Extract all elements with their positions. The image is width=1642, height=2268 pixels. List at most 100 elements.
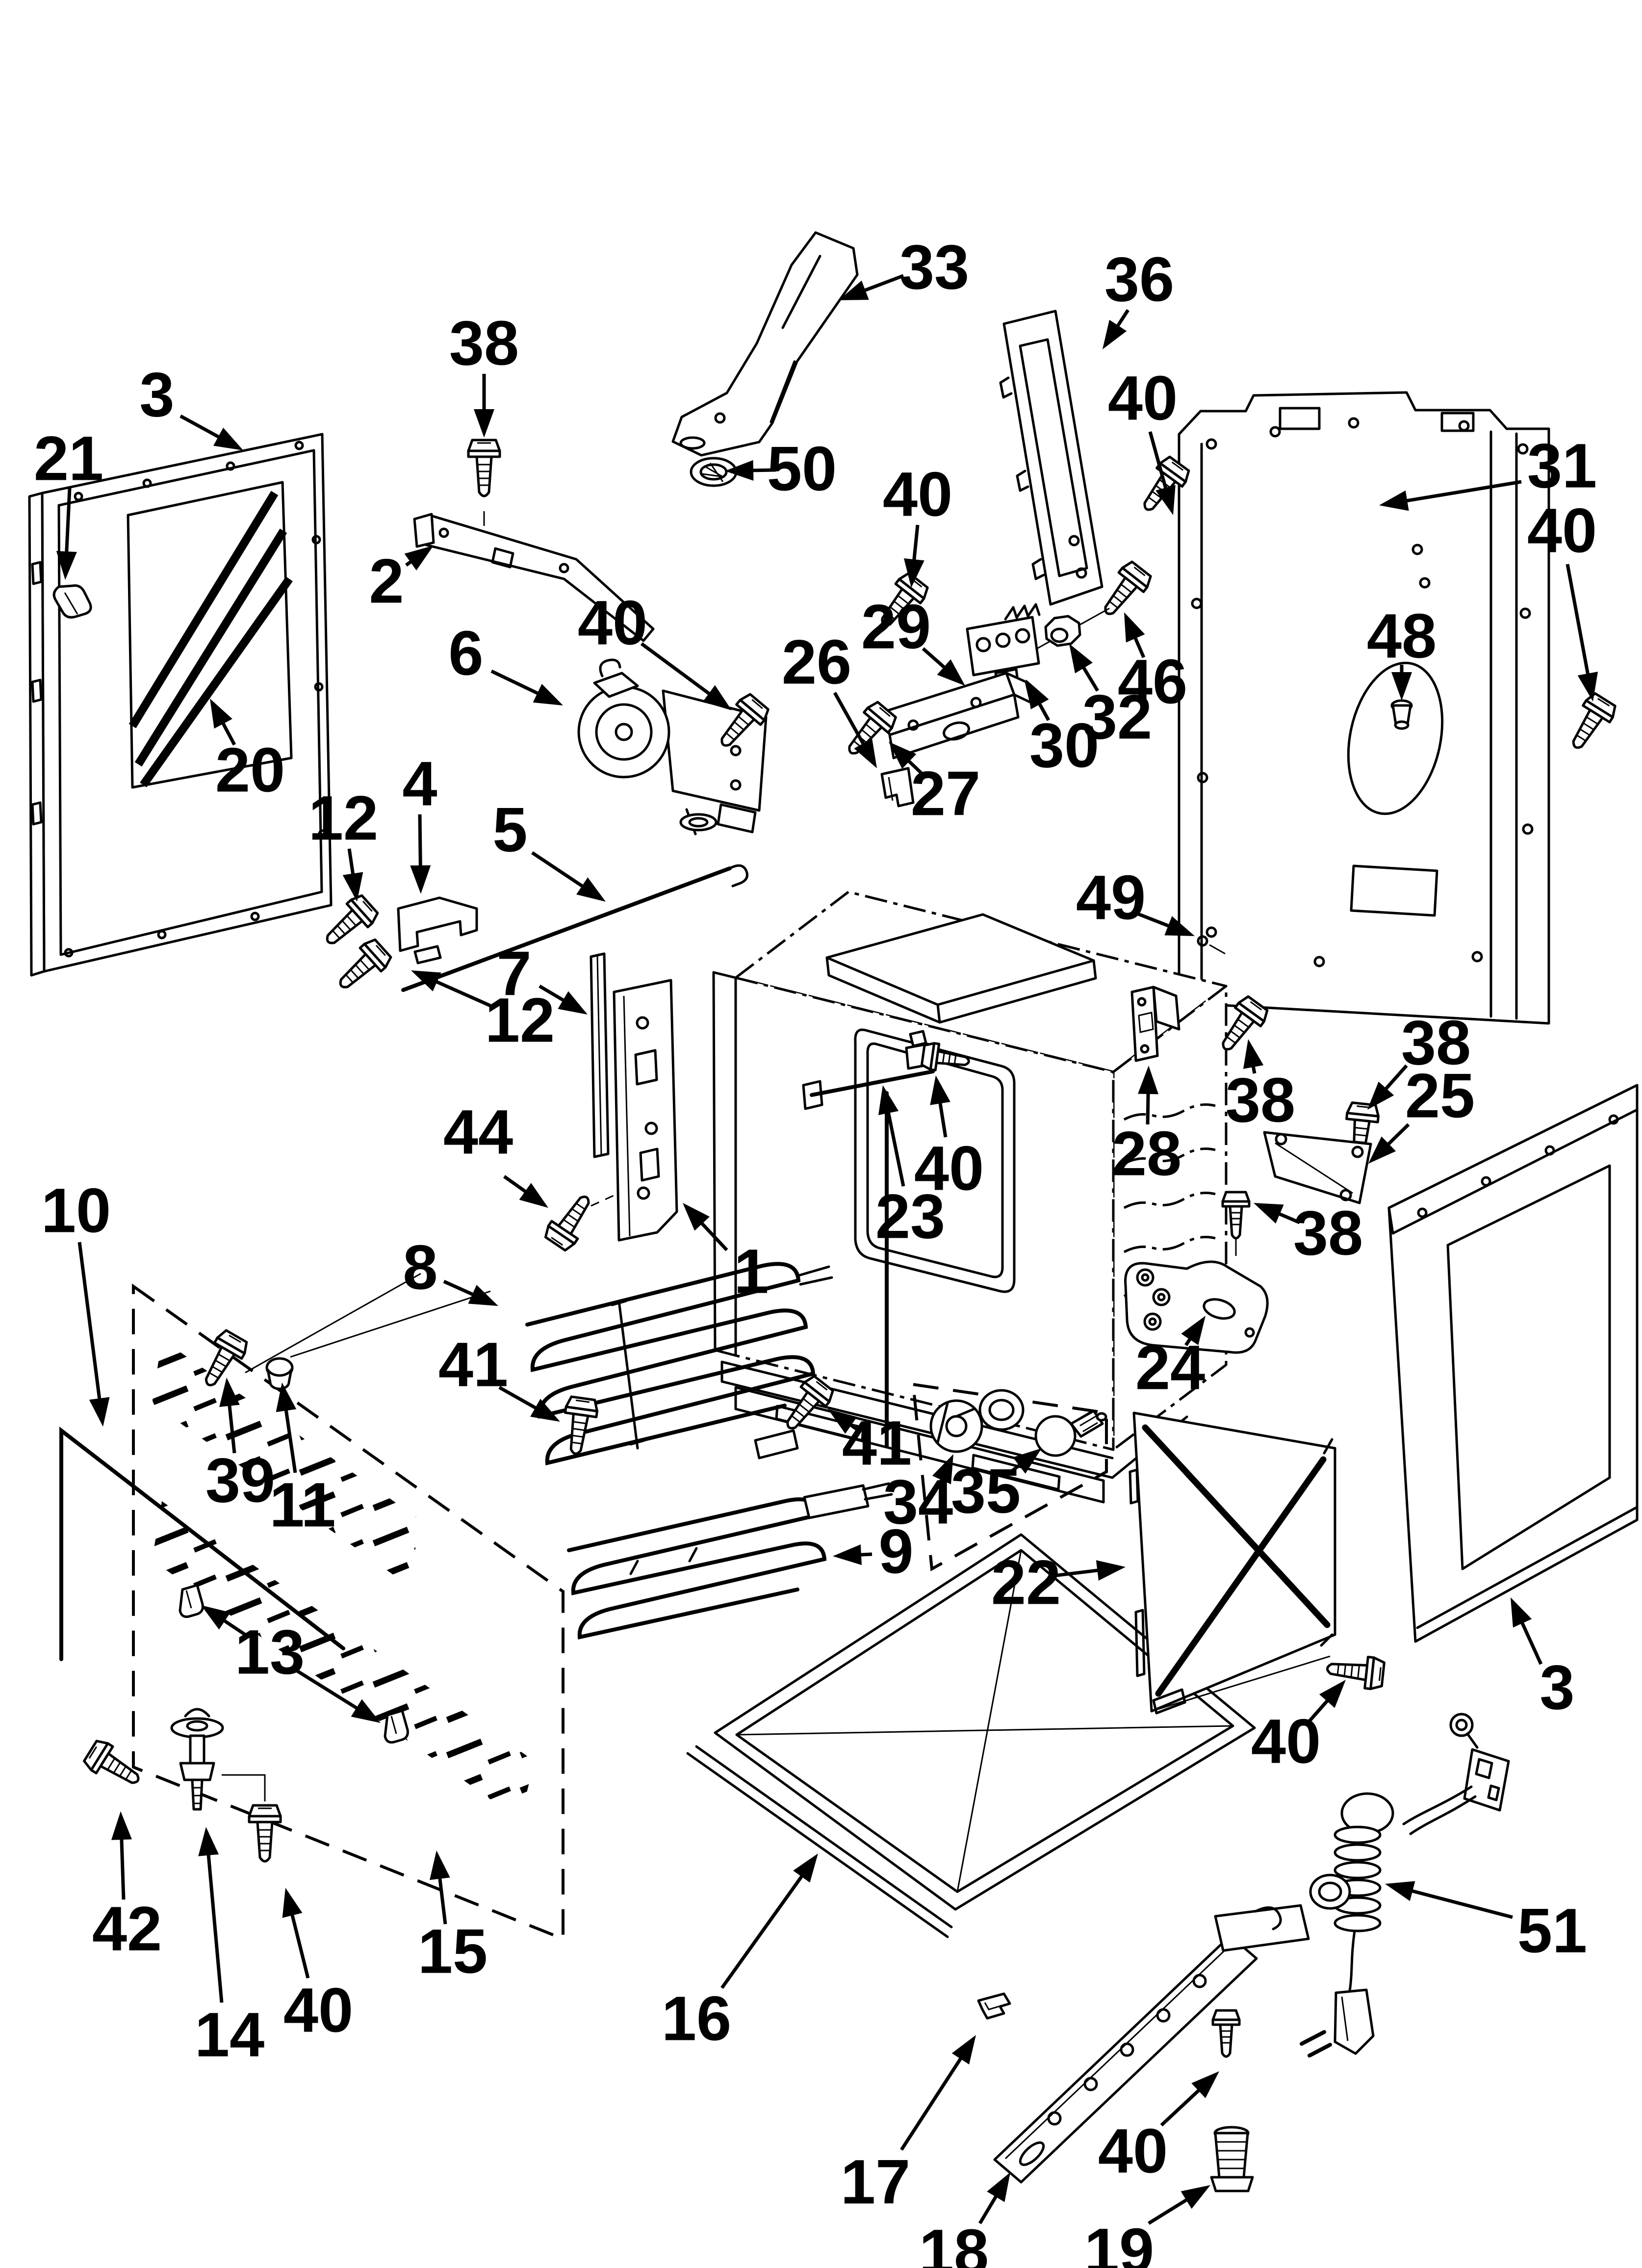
hinge-plate-24 bbox=[1124, 1260, 1269, 1354]
callout-label-3: 3 bbox=[1539, 1653, 1574, 1723]
callout-leader-10 bbox=[77, 1242, 102, 1403]
callout-arrowhead-38 bbox=[1243, 1039, 1264, 1069]
callout-label-32: 32 bbox=[1082, 682, 1152, 753]
callout-arrowhead-6 bbox=[533, 683, 563, 705]
bracket-28 bbox=[1130, 986, 1180, 1062]
callout-arrowhead-41 bbox=[828, 1409, 857, 1434]
callout-leader-22 bbox=[1053, 1568, 1102, 1578]
callout-arrowhead-8 bbox=[468, 1285, 498, 1306]
assembly-axis-line bbox=[245, 1273, 421, 1374]
callout-arrowhead-39 bbox=[219, 1378, 240, 1407]
callout-arrowhead-16 bbox=[793, 1853, 818, 1883]
clip-13a bbox=[180, 1585, 203, 1617]
callout-label-36: 36 bbox=[1104, 245, 1174, 315]
callout-label-29: 29 bbox=[861, 592, 931, 662]
callout-arrowhead-3 bbox=[213, 427, 243, 450]
callout-leader-23 bbox=[886, 1109, 905, 1187]
callout-arrowhead-26 bbox=[854, 738, 877, 768]
callout-leader-6 bbox=[490, 669, 542, 697]
rear-panel bbox=[1178, 391, 1550, 1025]
callout-label-21: 21 bbox=[34, 424, 103, 494]
bake-element-9 bbox=[567, 1482, 893, 1640]
callout-arrowhead-5 bbox=[576, 877, 606, 902]
screw-40-rear bbox=[1562, 691, 1618, 756]
assembly-axis-line bbox=[590, 1192, 619, 1207]
callout-leader-20 bbox=[220, 719, 236, 746]
callout-arrowhead-38 bbox=[1254, 1203, 1284, 1224]
callout-arrowhead-35 bbox=[1013, 1448, 1042, 1474]
callout-label-2: 2 bbox=[369, 547, 404, 617]
callout-arrowhead-9 bbox=[833, 1544, 862, 1565]
callout-label-38: 38 bbox=[1226, 1066, 1295, 1136]
callout-label-42: 42 bbox=[92, 1894, 162, 1964]
callout-leader-40 bbox=[1160, 2086, 1203, 2127]
callout-label-30: 30 bbox=[1029, 711, 1099, 781]
callout-label-50: 50 bbox=[767, 434, 837, 504]
callout-arrowhead-18 bbox=[987, 2172, 1010, 2202]
callout-label-40: 40 bbox=[1527, 496, 1597, 566]
callout-leader-40 bbox=[289, 1911, 310, 1979]
rear-stud-48 bbox=[1390, 699, 1413, 730]
callout-leader-12 bbox=[347, 848, 356, 878]
screw-38-top bbox=[468, 440, 500, 496]
callout-arrowhead-44 bbox=[519, 1183, 548, 1208]
gusset-bracket-25 bbox=[1263, 1131, 1372, 1204]
callout-arrowhead-50 bbox=[725, 460, 754, 481]
callout-label-5: 5 bbox=[492, 795, 527, 865]
callout-leader-40 bbox=[1308, 1697, 1331, 1722]
latch-bracket-4 bbox=[397, 896, 478, 965]
callout-label-11: 11 bbox=[269, 1470, 335, 1540]
callout-arrowhead-36 bbox=[1103, 319, 1127, 349]
callout-arrowhead-22 bbox=[1096, 1560, 1126, 1581]
callout-leader-31 bbox=[1403, 480, 1522, 503]
callout-arrowhead-28 bbox=[1138, 1066, 1159, 1095]
bushing-11 bbox=[265, 1290, 491, 1390]
wire-harness-10 bbox=[59, 1426, 345, 1661]
callout-label-20: 20 bbox=[215, 735, 285, 806]
callout-leader-44 bbox=[503, 1175, 530, 1195]
screw-42 bbox=[82, 1738, 146, 1794]
callout-arrowhead-38 bbox=[474, 409, 494, 438]
callout-label-38: 38 bbox=[1401, 1008, 1471, 1078]
access-panel-22 bbox=[1129, 1411, 1336, 1715]
latch-plate-7 bbox=[613, 979, 678, 1242]
anti-tip-rail-18 bbox=[993, 1904, 1310, 2184]
callout-arrowhead-4 bbox=[410, 865, 431, 894]
callout-leader-40 bbox=[640, 642, 713, 698]
callout-label-31: 31 bbox=[1527, 431, 1597, 501]
callout-label-40: 40 bbox=[283, 1976, 353, 2046]
callout-leader-12 bbox=[433, 979, 491, 1008]
light-bulb-35 bbox=[1034, 1409, 1107, 1457]
screw-12b bbox=[331, 937, 394, 997]
clip-26 bbox=[880, 767, 915, 808]
callout-arrowhead-24 bbox=[1181, 1316, 1206, 1345]
callout-label-26: 26 bbox=[782, 627, 851, 698]
callout-arrowhead-13 bbox=[351, 1699, 381, 1723]
bracket-2 bbox=[413, 513, 655, 642]
callout-leader-1 bbox=[698, 1220, 728, 1251]
callout-leader-17 bbox=[900, 2055, 964, 2151]
side-panel-left bbox=[28, 433, 333, 977]
callout-label-1: 1 bbox=[734, 1237, 769, 1307]
clip-13b bbox=[385, 1711, 408, 1743]
callout-label-25: 25 bbox=[1405, 1061, 1475, 1131]
callout-leader-40 bbox=[1565, 564, 1591, 678]
callout-arrowhead-48 bbox=[1391, 672, 1412, 701]
callout-arrowhead-40 bbox=[702, 685, 732, 710]
callout-arrowhead-11 bbox=[276, 1382, 297, 1412]
callout-arrowhead-40 bbox=[1577, 672, 1598, 702]
callout-leader-3 bbox=[1519, 1619, 1543, 1665]
callout-leader-16 bbox=[720, 1872, 805, 1989]
nut-32 bbox=[1044, 615, 1081, 647]
callout-leader-40 bbox=[1148, 431, 1169, 492]
latch-rod-5 bbox=[401, 864, 748, 992]
callout-label-15: 15 bbox=[418, 1917, 487, 1987]
callout-leader-19 bbox=[1148, 2196, 1191, 2225]
vent-duct-bracket bbox=[999, 310, 1103, 606]
callout-label-46: 46 bbox=[1118, 647, 1187, 717]
callout-arrowhead-32 bbox=[1069, 644, 1093, 674]
callout-arrowhead-10 bbox=[89, 1397, 110, 1427]
callout-arrowhead-17 bbox=[951, 2035, 976, 2065]
callout-label-14: 14 bbox=[195, 2000, 264, 2070]
